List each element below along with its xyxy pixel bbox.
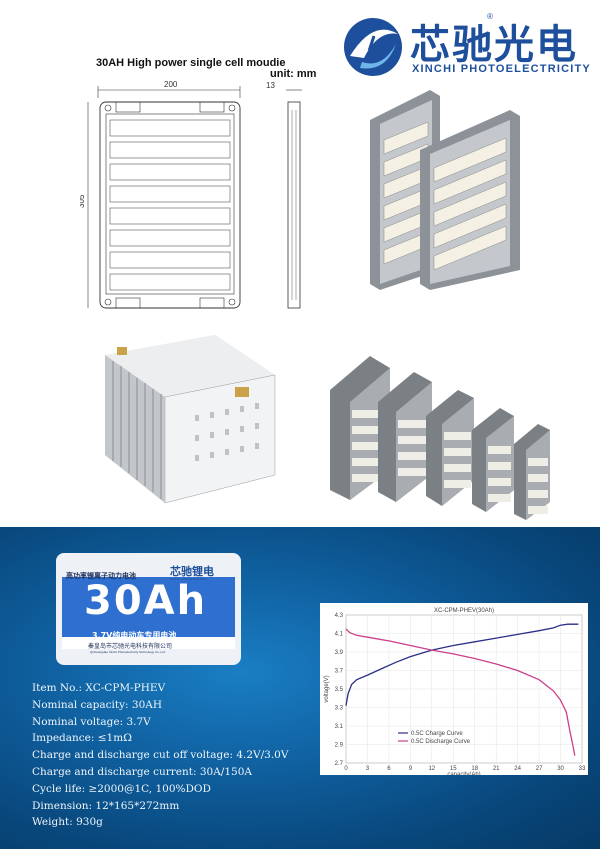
chart-x-tick-label: 24: [514, 766, 521, 772]
chart-y-tick-label: 4.3: [335, 613, 344, 619]
battery-pack-render: [105, 335, 276, 504]
spec-cycle-life: Cycle life: ≥2000@1C, 100%DOD: [32, 782, 211, 795]
spec-cutoff-voltage: Charge and discharge cut off voltage: 4.…: [32, 749, 289, 762]
chart-x-tick-label: 15: [450, 766, 457, 772]
voltage-capacity-chart: 0 3 6 9 12 15 18 21 24 27 30 33 2.7 2.9 3.1 3.3 3.5 3.7 3.…: [320, 603, 588, 778]
chart-y-tick-label: 3.3: [335, 706, 344, 712]
document-title: 30AH High power single cell moudie: [96, 57, 286, 69]
spec-weight: Weight: 930g: [32, 816, 103, 829]
registered-mark: ®: [487, 12, 493, 21]
chart-x-tick-label: 18: [471, 766, 478, 772]
chart-svg: 0 3 6 9 12 15 18 21 24 27 30 33 2.7 2.9 3.1 3.3 3.5 3.7 3.…: [324, 608, 586, 778]
spec-item-number: Item No.: XC-CPM-PHEV: [32, 682, 166, 694]
chart-x-tick-label: 12: [428, 766, 435, 772]
chart-x-tick-label: 21: [493, 766, 500, 772]
label-brand-sub: XINCHI LITHIUM BATTERY: [170, 577, 208, 581]
chart-x-axis-label: capacity(Ah): [447, 772, 480, 775]
chart-y-tick-label: 4.1: [335, 632, 344, 638]
chart-x-tick-label: 0: [344, 766, 348, 772]
chart-y-tick-label: 2.9: [335, 743, 344, 749]
spec-nominal-capacity: Nominal capacity: 30AH: [32, 698, 163, 711]
label-brand: 芯驰锂电: [170, 565, 214, 578]
chart-y-tick-label: 3.5: [335, 687, 344, 693]
spec-dimension: Dimension: 12*165*272mm: [32, 799, 180, 812]
height-dimension: 305: [80, 194, 86, 208]
label-maker: 秦皇岛市芯驰光电科技有限公司: [88, 643, 173, 650]
spec-current: Charge and discharge current: 30A/150A: [32, 765, 252, 778]
battery-label-image: [56, 553, 241, 665]
chart-legend-label: 0.5C Discharge Curve: [411, 739, 471, 745]
spec-impedance: Impedance: ≤1mΩ: [32, 732, 132, 745]
chart-x-tick-label: 9: [409, 766, 413, 772]
width-dimension: 200: [164, 80, 178, 89]
brand-name-chinese: 芯驰光电: [410, 22, 578, 68]
brand-name-english: XINCHI PHOTOELECTRICITY: [412, 63, 591, 75]
chart-x-tick-label: 30: [557, 766, 564, 772]
chart-series-line-0: [345, 623, 579, 706]
company-logo-icon: [344, 18, 402, 76]
chart-y-tick-label: 3.7: [335, 669, 344, 675]
chart-y-tick-label: 3.9: [335, 650, 344, 656]
chart-y-tick-label: 2.7: [335, 761, 344, 767]
chart-x-tick-label: 27: [536, 766, 543, 772]
label-subtitle: 3.7V纯电动车专用电池: [92, 631, 177, 640]
chart-x-tick-label: 3: [366, 766, 370, 772]
chart-y-axis-label: voltage(V): [324, 675, 330, 702]
label-capacity: 30Ah: [84, 578, 208, 624]
chart-y-tick-label: 3.1: [335, 724, 344, 730]
depth-dimension: 13: [266, 81, 275, 90]
label-maker-english: Qinhuangdao Xinchi Photoelectricity Tech…: [90, 650, 166, 654]
spec-list: Item No.: XC-CPM-PHEV Nominal capacity: …: [32, 680, 288, 831]
chart-title: XC-CPM-PHEV(30Ah): [434, 608, 494, 614]
chart-legend-label: 0.5C Charge Curve: [411, 731, 463, 737]
chart-series-line-1: [345, 628, 576, 756]
unit-note: unit: mm: [270, 68, 317, 80]
spec-nominal-voltage: Nominal voltage: 3.7V: [32, 715, 151, 728]
chart-x-tick-label: 33: [579, 766, 586, 772]
cell-stacks-render: [330, 356, 550, 520]
label-top-text: 高功率锂离子动力电池: [66, 572, 136, 580]
chart-x-tick-label: 6: [387, 766, 391, 772]
cell-frame-render: [370, 90, 520, 290]
cell-technical-drawing: 200 13 305: [80, 80, 302, 309]
